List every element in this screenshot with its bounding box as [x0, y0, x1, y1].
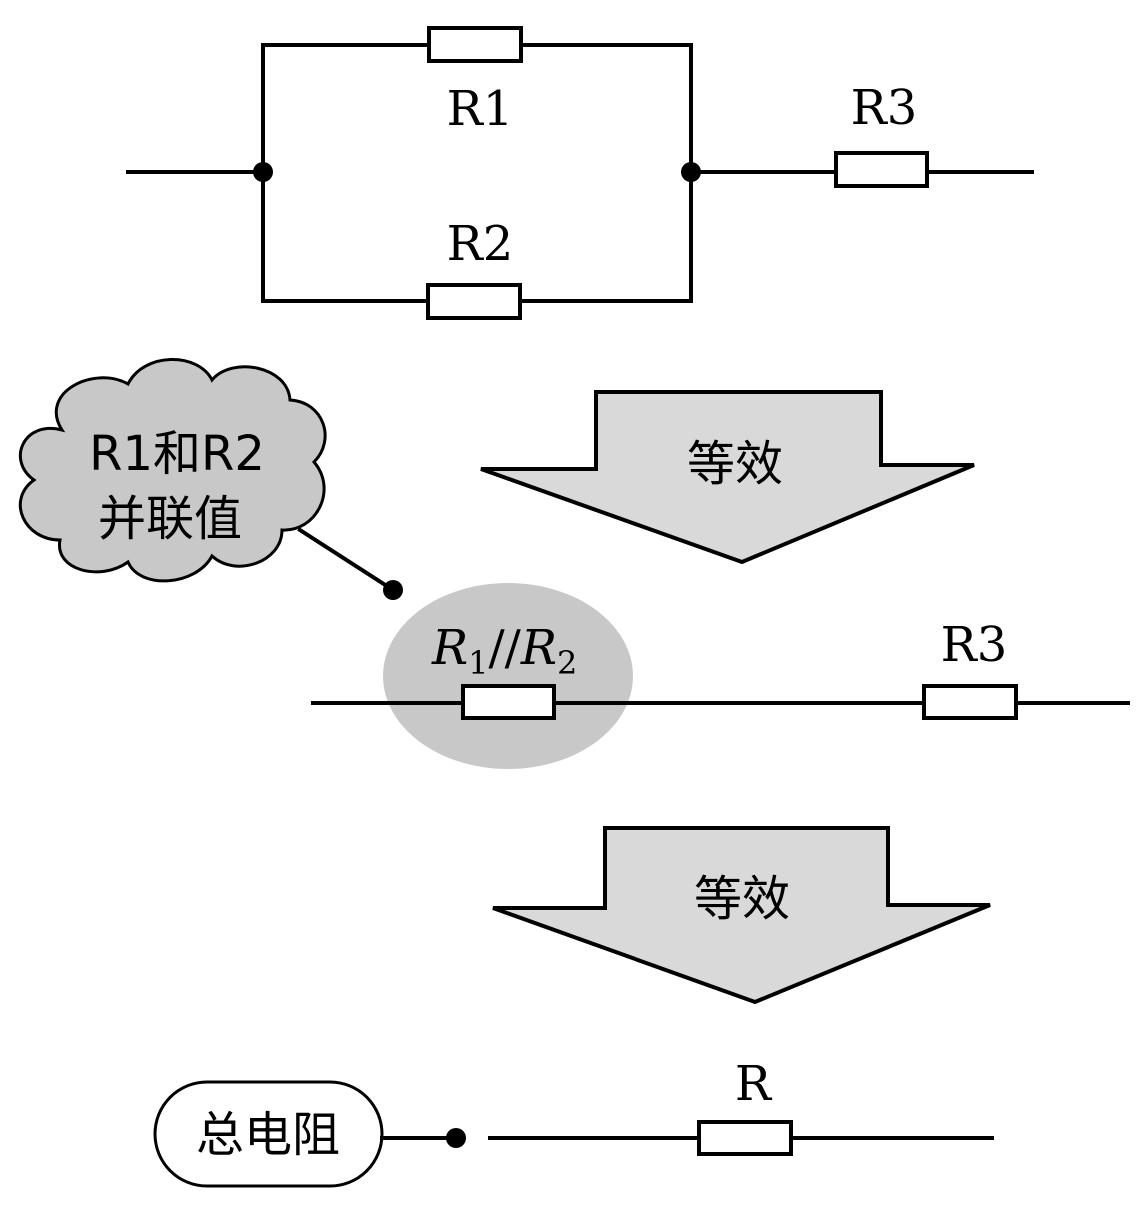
r3-label: R3	[851, 80, 918, 136]
callout-pointer-line	[297, 527, 396, 593]
badge-pointer-dot	[446, 1128, 466, 1148]
callout-pointer-dot	[383, 580, 403, 600]
top-circuit: R1 R2 R3	[126, 26, 1034, 320]
equivalence-arrow-1: 等效	[480, 390, 975, 565]
resistor-r3	[834, 151, 929, 188]
parallel-label: R1//R2	[431, 620, 577, 682]
left-junction-dot	[253, 162, 273, 182]
callout-line-2: 并联值	[98, 491, 242, 547]
resistor-r-total	[697, 1120, 793, 1156]
right-junction-dot	[681, 162, 701, 182]
r1-label: R1	[447, 81, 514, 137]
total-resistance-label: 总电阻	[196, 1107, 340, 1163]
resistor-r1-r2-parallel	[461, 684, 556, 720]
resistor-r1	[427, 26, 523, 63]
cloud-shape	[18, 358, 327, 583]
equivalence-arrow-2: 等效	[492, 826, 991, 1005]
bottom-circuit: 总电阻 R	[153, 1056, 994, 1188]
arrow-2-shape	[492, 826, 991, 1005]
callout-line-1: R1和R2	[89, 426, 265, 482]
parallel-highlight-ellipse	[383, 583, 633, 769]
callout-cloud: R1和R2 并联值	[18, 358, 403, 600]
r3-label-middle: R3	[941, 617, 1008, 673]
arrow-1-label: 等效	[687, 436, 783, 492]
resistor-r2	[426, 283, 522, 320]
middle-circuit: R1//R2 R3	[311, 583, 1130, 769]
r2-label: R2	[447, 216, 514, 272]
arrow-1-shape	[480, 390, 975, 565]
r-total-label: R	[735, 1056, 773, 1112]
total-resistance-badge	[153, 1080, 384, 1188]
arrow-2-label: 等效	[694, 871, 790, 927]
resistor-r3-middle	[922, 684, 1018, 720]
